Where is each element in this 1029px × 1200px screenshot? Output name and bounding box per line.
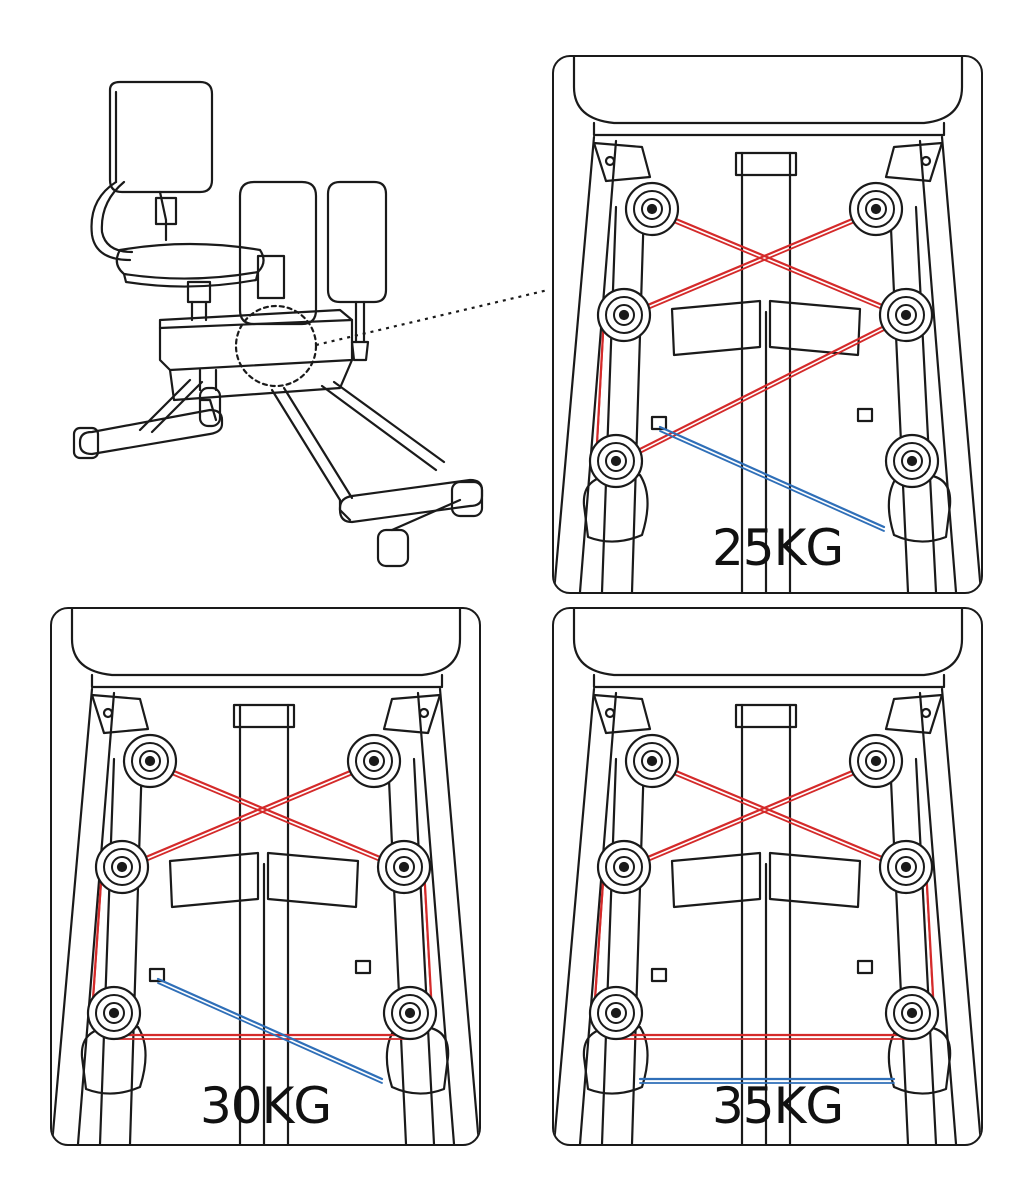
- pulley-bottom-right: [884, 433, 940, 489]
- red-band-side-right: [924, 865, 936, 1018]
- red-band-cross-2: [120, 759, 376, 872]
- blue-band-horizontal: [638, 1077, 896, 1084]
- pulley-mid-right: [878, 839, 934, 895]
- panel-25kg: 25KG: [552, 55, 983, 594]
- red-band-side-left: [594, 313, 606, 466]
- blue-band-diagonal: [156, 977, 384, 1084]
- pulley-mid-right: [376, 839, 432, 895]
- blue-band-diagonal: [658, 425, 886, 532]
- weight-label-30kg: 30KG: [200, 1077, 332, 1135]
- red-band-bottom: [112, 1033, 412, 1040]
- red-band-cross-1: [650, 759, 908, 872]
- weight-label-25kg: 25KG: [712, 519, 844, 577]
- pulley-top-left: [624, 181, 680, 237]
- red-band-bottom: [614, 1033, 914, 1040]
- panel-30kg: 30KG: [50, 607, 481, 1146]
- red-band-side-left: [90, 865, 104, 1018]
- weight-label-35kg: 35KG: [712, 1077, 844, 1135]
- pulley-bottom-left: [588, 433, 644, 489]
- pulley-bottom-left: [86, 985, 142, 1041]
- pulley-bottom-right: [884, 985, 940, 1041]
- red-band-cross-1: [650, 207, 908, 320]
- red-band-cross-2: [622, 759, 878, 872]
- pulley-top-right: [848, 733, 904, 789]
- pulley-top-right: [848, 181, 904, 237]
- panel-35kg: 35KG: [552, 607, 983, 1146]
- red-band-diagonal: [614, 313, 908, 466]
- pulley-mid-left: [94, 839, 150, 895]
- red-band-cross-2: [622, 207, 878, 320]
- resistance-band-diagram-35kg: [554, 609, 981, 1144]
- machine-overview-drawing: [72, 80, 484, 568]
- pulley-top-right: [346, 733, 402, 789]
- resistance-band-diagram-30kg: [52, 609, 479, 1144]
- pulley-bottom-right: [382, 985, 438, 1041]
- red-band-cross-1: [148, 759, 406, 872]
- pulley-mid-left: [596, 287, 652, 343]
- pulley-mid-left: [596, 839, 652, 895]
- pulley-bottom-left: [588, 985, 644, 1041]
- red-band-side-left: [592, 865, 606, 1018]
- pulley-top-left: [624, 733, 680, 789]
- resistance-band-diagram-25kg: [554, 57, 981, 592]
- pulley-mid-right: [878, 287, 934, 343]
- pulley-top-left: [122, 733, 178, 789]
- red-band-side-right: [422, 865, 434, 1018]
